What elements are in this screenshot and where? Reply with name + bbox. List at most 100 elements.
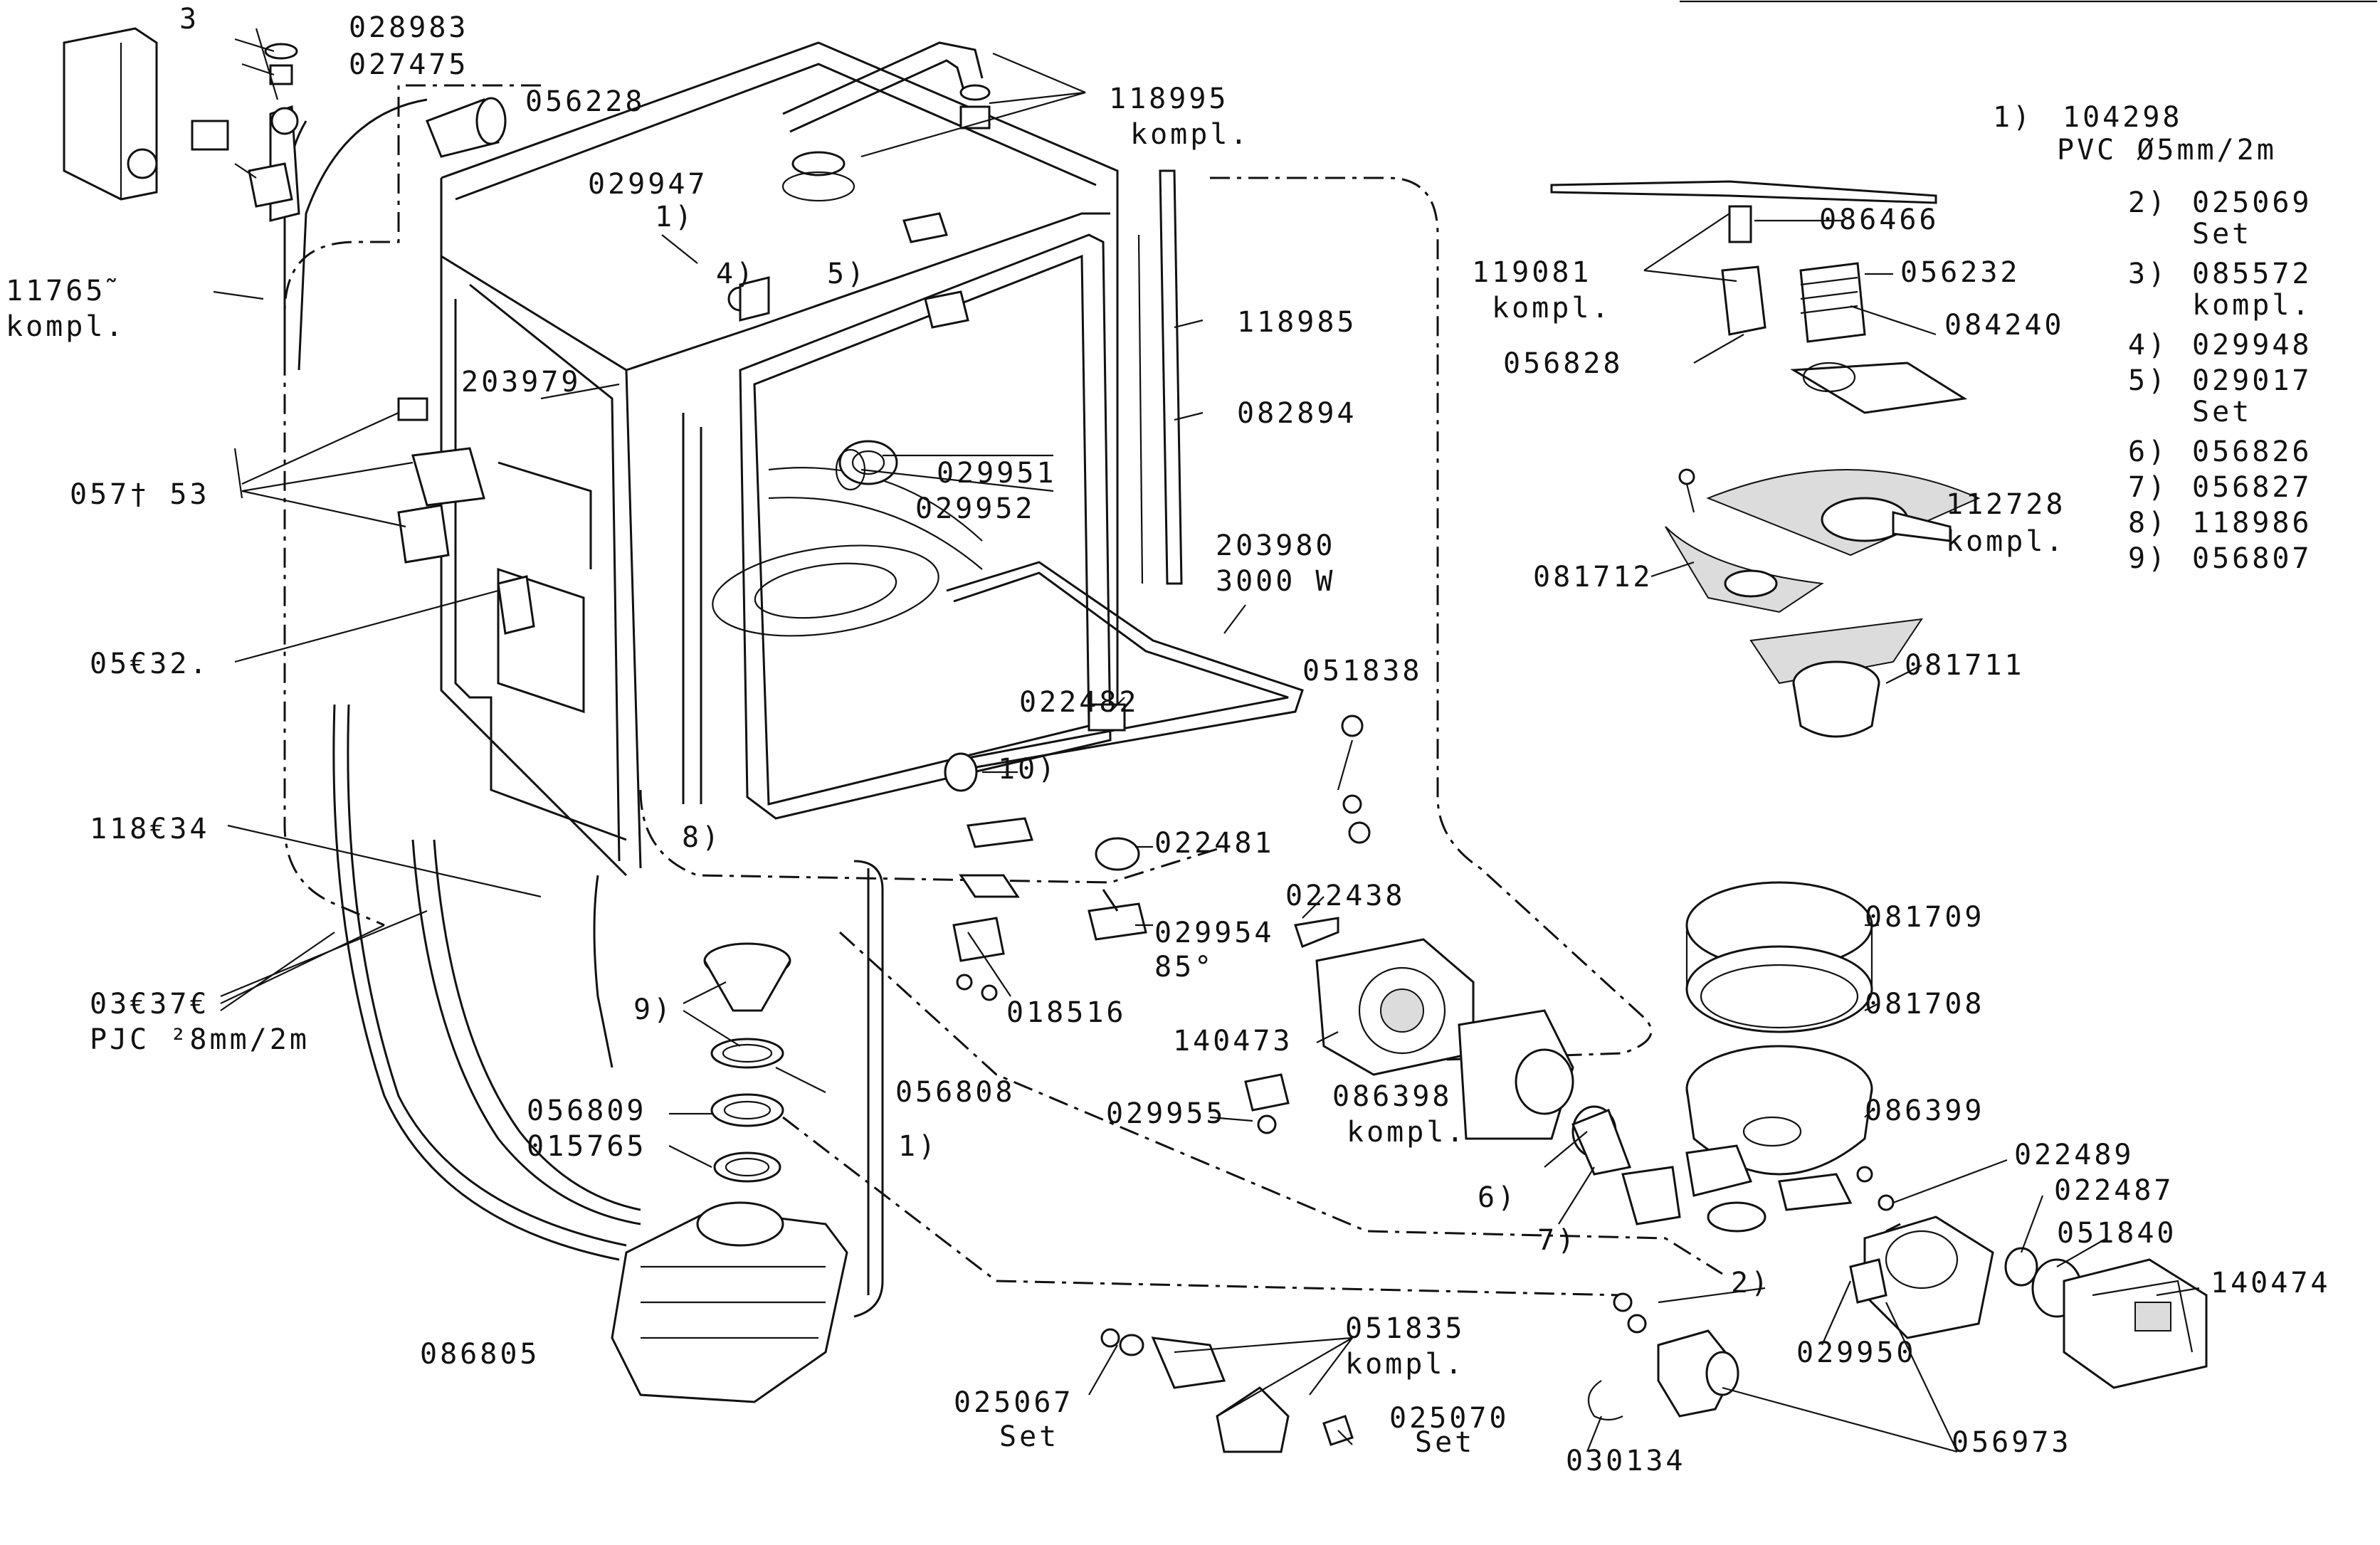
label-084240: 084240 — [1944, 309, 2065, 342]
footnote-code: 025069 — [2192, 186, 2312, 219]
switch-brackets — [233, 212, 969, 635]
label-081708: 081708 — [1865, 988, 1985, 1021]
footnote-number: 6) — [2128, 436, 2168, 468]
tub-outline — [283, 84, 1723, 1297]
footnote-note: kompl. — [2192, 289, 2312, 322]
label-05753: 057† 53 — [70, 478, 210, 511]
footnote-note: Set — [2192, 396, 2252, 428]
footnote-code: 104298 — [2063, 101, 2183, 134]
label-051840: 051840 — [2057, 1217, 2177, 1250]
label-11765: 11765̃ — [6, 275, 116, 307]
drain-hose-parts — [1587, 1292, 1739, 1421]
callout-labels: 3 028983 027475 056228 118995 kompl. 029… — [6, 3, 2331, 1477]
label-9: 9) — [633, 993, 673, 1026]
label-022482: 022482 — [1019, 686, 1139, 719]
label-028983: 028983 — [349, 11, 469, 44]
label-11765-kompl: kompl. — [6, 310, 126, 343]
footnote-number: 5) — [2128, 364, 2168, 397]
label-112728-kompl: kompl. — [1946, 525, 2066, 558]
footnote-number: 7) — [2128, 471, 2168, 504]
footnote-code: 029948 — [2192, 329, 2312, 362]
label-118985: 118985 — [1237, 306, 1357, 339]
label-081712: 081712 — [1533, 561, 1653, 594]
footnote-code: 056807 — [2192, 542, 2312, 575]
label-086466: 086466 — [1819, 204, 1939, 236]
footnote-code: 056826 — [2192, 436, 2312, 468]
label-029947: 029947 — [588, 168, 708, 201]
label-029955: 029955 — [1106, 1097, 1226, 1130]
label-086398: 086398 — [1332, 1080, 1453, 1113]
filter-assembly — [1665, 468, 1981, 738]
label-05632: 05€32. — [90, 648, 210, 680]
label-8: 8) — [682, 821, 722, 854]
label-025067: 025067 — [954, 1386, 1074, 1419]
leader-lines — [213, 28, 2200, 1453]
footnote-code: 056827 — [2192, 471, 2312, 504]
footnote-number: 3) — [2128, 258, 2168, 290]
label-056973: 056973 — [1952, 1426, 2072, 1459]
label-119081: 119081 — [1472, 256, 1592, 289]
upper-pipe — [781, 41, 991, 202]
label-pvc-28mm: PJC ²8mm/2m — [90, 1023, 310, 1056]
label-025070-set: Set — [1415, 1426, 1475, 1459]
spray-arm — [1550, 180, 1968, 414]
label-022438: 022438 — [1285, 880, 1406, 912]
label-5: 5) — [827, 258, 867, 290]
footnote-number: 1) — [1993, 101, 2033, 134]
label-056228: 056228 — [525, 85, 646, 118]
label-4: 4) — [716, 258, 756, 290]
drain-pump-assembly — [1849, 1166, 2208, 1389]
label-015765: 015765 — [527, 1130, 647, 1163]
label-119081-kompl: kompl. — [1492, 292, 1612, 325]
label-1b: 1) — [898, 1130, 938, 1163]
label-051835: 051835 — [1345, 1312, 1465, 1345]
footnote-code: 118986 — [2192, 507, 2312, 539]
inlet-valve-assembly — [63, 27, 507, 222]
label-03637: 03€37€ — [90, 988, 210, 1021]
label-85-degree: 85° — [1154, 951, 1214, 984]
dishwasher-frame — [440, 41, 1119, 877]
label-203980: 203980 — [1216, 529, 1336, 562]
label-118995: 118995 — [1109, 83, 1229, 115]
label-081711: 081711 — [1905, 649, 2025, 682]
label-3000w: 3000 W — [1216, 565, 1336, 598]
label-025070: 025070 — [1389, 1402, 1510, 1435]
footnote-number: 9) — [2128, 542, 2168, 575]
footnote-note: PVC Ø5mm/2m — [2057, 134, 2277, 167]
label-140473: 140473 — [1173, 1025, 1293, 1058]
label-030134: 030134 — [1566, 1445, 1686, 1477]
label-3: 3 — [179, 3, 199, 36]
label-056828: 056828 — [1503, 347, 1623, 380]
label-118995-kompl: kompl. — [1130, 118, 1250, 151]
label-140474: 140474 — [2211, 1267, 2331, 1299]
sump-assembly — [1685, 881, 1873, 1233]
label-051835-kompl: kompl. — [1345, 1348, 1465, 1381]
label-7: 7) — [1537, 1224, 1577, 1257]
label-051838: 051838 — [1302, 655, 1423, 687]
label-025067-set: Set — [999, 1420, 1059, 1453]
centre-small-parts — [944, 703, 1371, 1134]
label-022487: 022487 — [2054, 1174, 2174, 1207]
label-11893: 118€34 — [90, 813, 210, 845]
label-082894: 082894 — [1237, 397, 1357, 430]
label-2: 2) — [1731, 1267, 1771, 1299]
label-10: 10) — [998, 753, 1058, 786]
label-029952: 029952 — [915, 492, 1036, 525]
label-029954: 029954 — [1154, 917, 1275, 949]
heat-pump-unit — [611, 942, 848, 1403]
label-022489: 022489 — [2014, 1139, 2134, 1171]
label-056232: 056232 — [1900, 256, 2021, 289]
label-029950: 029950 — [1796, 1336, 1917, 1369]
label-056809: 056809 — [527, 1095, 647, 1127]
door-seals — [1137, 169, 1183, 585]
label-027475: 027475 — [349, 48, 469, 81]
label-086399: 086399 — [1865, 1095, 1985, 1127]
label-6: 6) — [1478, 1181, 1517, 1214]
label-018516: 018516 — [1006, 996, 1127, 1029]
supply-hoses — [283, 98, 884, 1318]
label-203979: 203979 — [461, 366, 581, 399]
footnote-number: 2) — [2128, 186, 2168, 219]
